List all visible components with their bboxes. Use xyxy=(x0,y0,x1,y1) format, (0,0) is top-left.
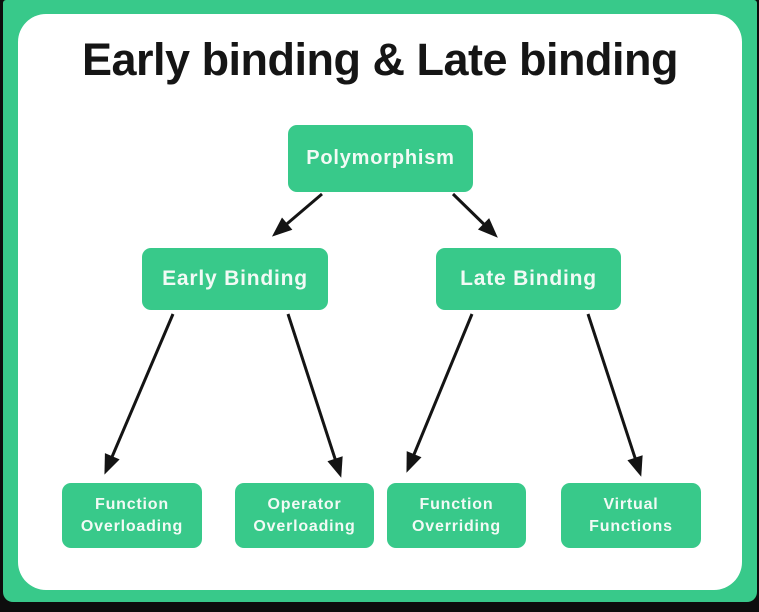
node-label: Polymorphism xyxy=(306,147,455,169)
node-label: Function Overloading xyxy=(80,495,184,535)
node-function-overloading: Function Overloading xyxy=(62,483,202,548)
node-label: Late Binding xyxy=(460,267,597,290)
node-label: Operator Overloading xyxy=(253,495,356,535)
node-late-binding: Late Binding xyxy=(436,248,621,310)
node-operator-overloading: Operator Overloading xyxy=(235,483,374,548)
node-function-overriding: Function Overriding xyxy=(387,483,526,548)
node-early-binding: Early Binding xyxy=(142,248,328,310)
node-label: Virtual Functions xyxy=(589,495,673,535)
page-title: Early binding & Late binding xyxy=(81,34,679,85)
node-virtual-functions: Virtual Functions xyxy=(561,483,701,548)
node-polymorphism: Polymorphism xyxy=(288,125,473,192)
node-label: Early Binding xyxy=(162,267,308,290)
node-label: Function Overriding xyxy=(412,495,501,535)
